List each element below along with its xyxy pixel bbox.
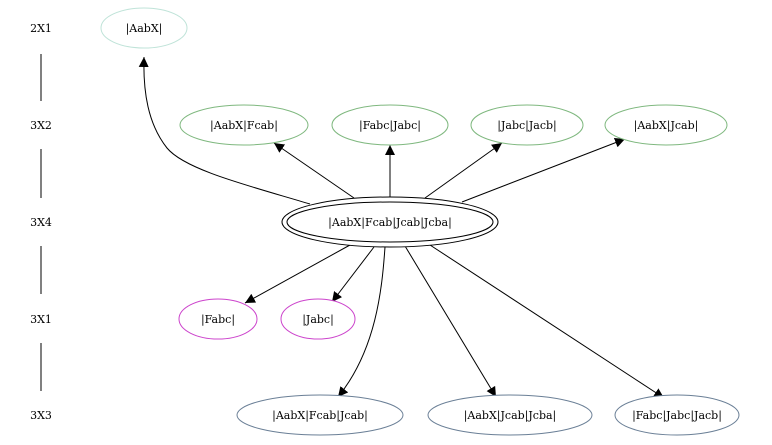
node-center[interactable]: |AabX|Fcab|Jcab|Jcba| xyxy=(281,196,499,248)
edge-center-aabx-jcab xyxy=(461,137,626,203)
node-shape xyxy=(427,394,593,436)
node-aabx-fcab-jcab[interactable]: |AabX|Fcab|Jcab| xyxy=(236,394,404,436)
node-label: |AabX| xyxy=(126,22,163,36)
node-label: |AabX|Fcab| xyxy=(210,119,278,133)
node-shape xyxy=(236,394,404,436)
edge-center-fabc xyxy=(244,244,351,304)
nodes: |AabX| |AabX|Fcab| |Fabc|Jabc| |Jabc|Jac… xyxy=(100,7,740,436)
node-shape xyxy=(179,104,309,146)
rank-label-3x4: 3X4 xyxy=(30,216,52,229)
node-label: |Jabc| xyxy=(302,313,334,327)
rank-label-3x3: 3X3 xyxy=(30,409,52,422)
node-shape xyxy=(331,104,449,146)
rank-column: 2X1 3X2 3X4 3X1 3X3 xyxy=(30,22,52,422)
node-aabx-fcab[interactable]: |AabX|Fcab| xyxy=(179,104,309,146)
node-fabc-jabc-jacb[interactable]: |Fabc|Jabc|Jacb| xyxy=(614,394,740,436)
node-label: |AabX|Jcab| xyxy=(634,119,699,133)
node-shape xyxy=(614,394,740,436)
node-label: |Fabc|Jabc|Jacb| xyxy=(632,409,722,423)
node-label: |AabX|Jcab|Jcba| xyxy=(464,409,557,423)
edge-center-jabc xyxy=(331,246,375,303)
node-aabx-jcab[interactable]: |AabX|Jcab| xyxy=(604,104,728,146)
node-aabx-jcab-jcba[interactable]: |AabX|Jcab|Jcba| xyxy=(427,394,593,436)
node-fabc[interactable]: |Fabc| xyxy=(178,298,258,340)
node-shape-outer xyxy=(281,196,499,248)
edge-center-aabx-fcab xyxy=(273,142,355,199)
edge-center-aabx-jcab-jcba xyxy=(404,245,497,398)
node-fabc-jabc[interactable]: |Fabc|Jabc| xyxy=(331,104,449,146)
rank-label-3x2: 3X2 xyxy=(30,119,52,132)
node-aabx[interactable]: |AabX| xyxy=(100,7,188,49)
node-label: |AabX|Fcab|Jcab| xyxy=(272,409,368,423)
rank-label-3x1: 3X1 xyxy=(30,313,52,326)
node-shape xyxy=(100,7,188,49)
node-shape xyxy=(178,298,258,340)
node-shape-inner xyxy=(286,201,494,243)
node-shape xyxy=(280,298,356,340)
edges xyxy=(138,56,665,399)
node-label: |Fabc|Jabc| xyxy=(359,119,421,133)
edge-center-jabc-jacb xyxy=(424,142,503,199)
node-jabc-jacb[interactable]: |Jabc|Jacb| xyxy=(470,104,584,146)
node-shape xyxy=(470,104,584,146)
edge-center-fabc-jabc-jacb xyxy=(429,244,665,399)
edge-center-aabx xyxy=(138,56,311,205)
edge-center-aabx-fcab-jcab xyxy=(337,246,386,398)
node-shape xyxy=(604,104,728,146)
node-label: |AabX|Fcab|Jcab|Jcba| xyxy=(328,216,452,230)
node-label: |Fabc| xyxy=(201,313,235,327)
node-jabc[interactable]: |Jabc| xyxy=(280,298,356,340)
node-label: |Jabc|Jacb| xyxy=(497,119,556,133)
rank-label-2x1: 2X1 xyxy=(30,22,52,35)
